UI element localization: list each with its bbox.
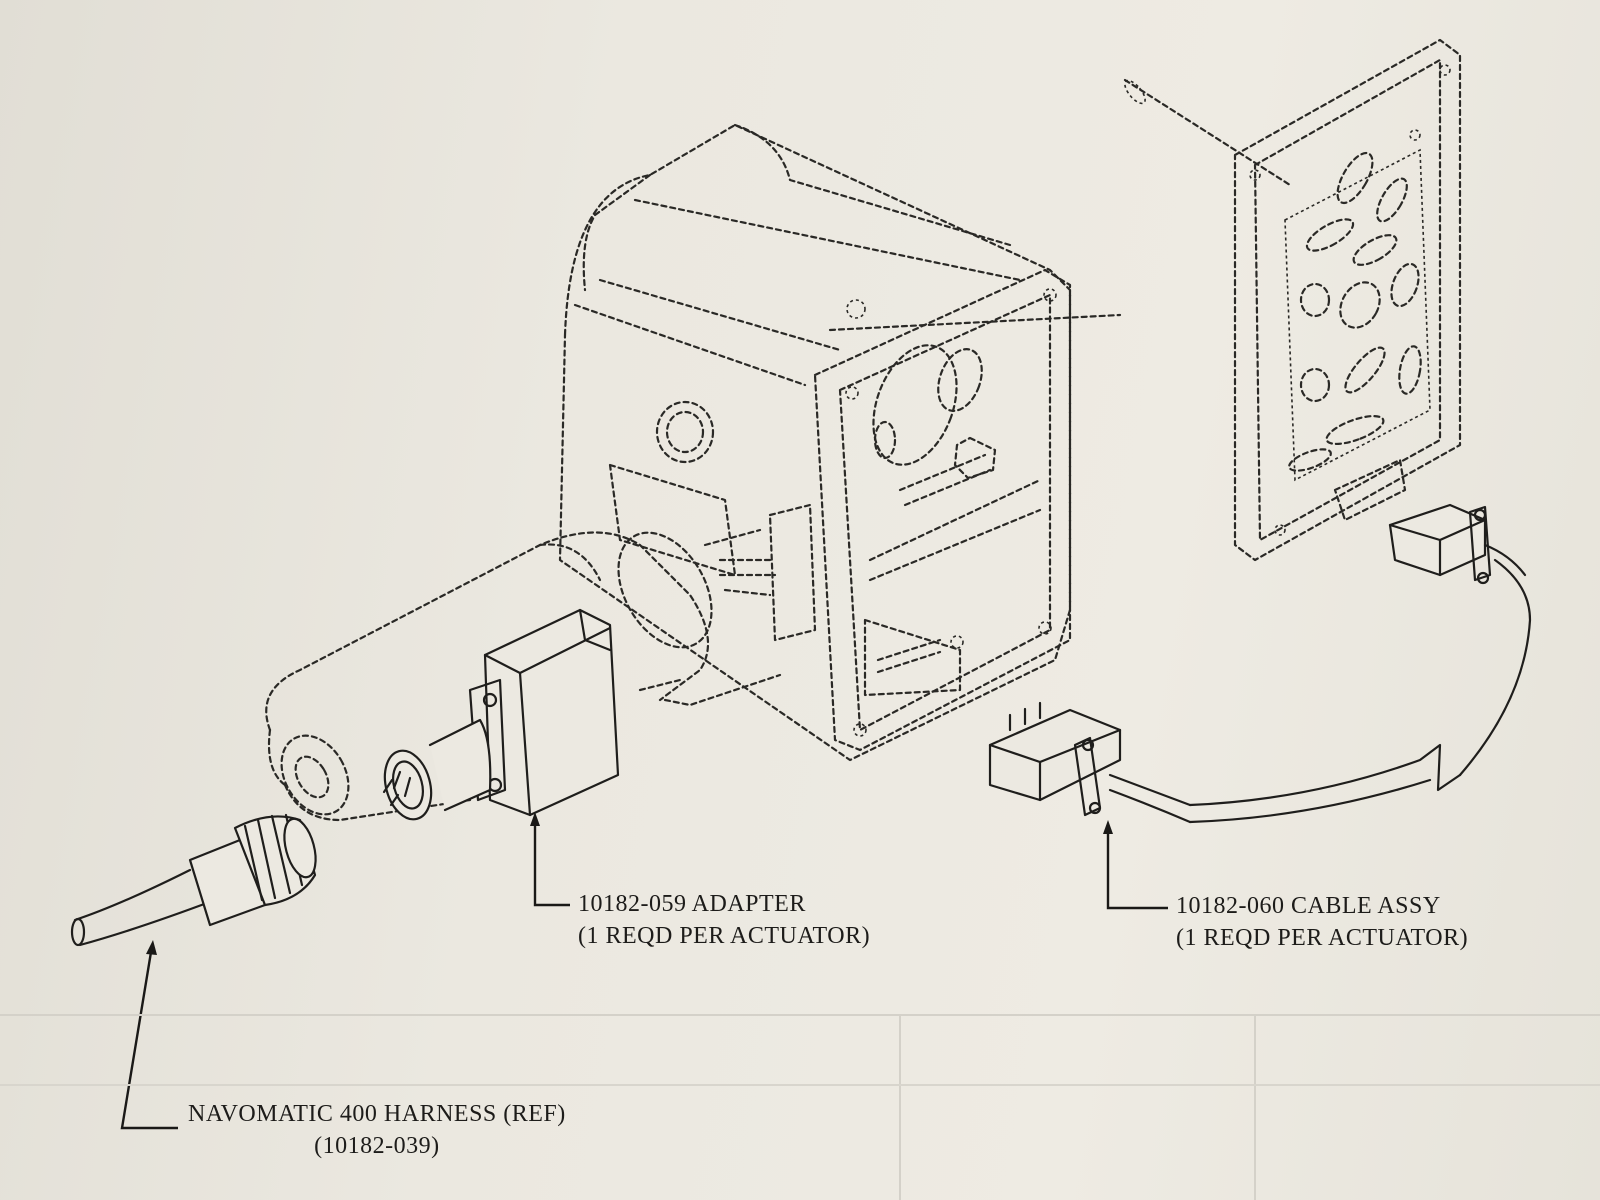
adapter-part xyxy=(382,608,620,821)
bleed-through-text xyxy=(0,1014,1600,1200)
motor-cylinder xyxy=(265,528,782,822)
harness-callout: NAVOMATIC 400 HARNESS (REF) (10182-039) xyxy=(188,1098,566,1162)
harness-part-number: (10182-039) xyxy=(314,1133,440,1159)
harness-name: NAVOMATIC 400 HARNESS (REF) xyxy=(188,1101,566,1127)
harness-plug xyxy=(70,813,317,947)
cable-part-number: 10182-060 CABLE ASSY xyxy=(1176,893,1441,919)
actuator-housing xyxy=(558,123,1122,762)
adapter-callout: 10182-059 ADAPTER (1 REQD PER ACTUATOR) xyxy=(578,888,870,952)
adapter-part-number: 10182-059 ADAPTER xyxy=(578,891,806,917)
cable-assembly xyxy=(988,503,1532,824)
cable-callout: 10182-060 CABLE ASSY (1 REQD PER ACTUATO… xyxy=(1176,890,1468,954)
leader-lines xyxy=(120,812,1168,1130)
cable-quantity: (1 REQD PER ACTUATOR) xyxy=(1176,925,1469,951)
adapter-quantity: (1 REQD PER ACTUATOR) xyxy=(578,923,871,949)
circuit-board xyxy=(1123,38,1462,562)
